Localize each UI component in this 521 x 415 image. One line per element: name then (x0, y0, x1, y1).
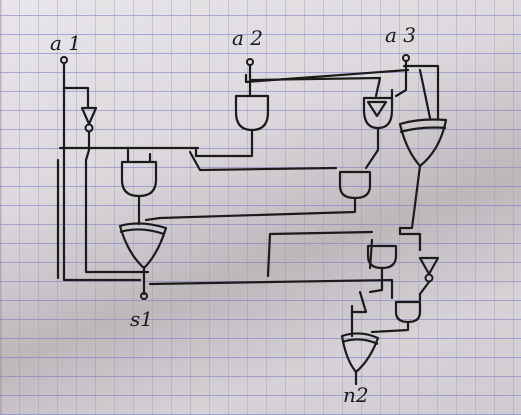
label-input-a2: a 2 (232, 26, 263, 50)
and-gate-lower-b (370, 300, 422, 334)
or-gate-n2 (340, 290, 380, 386)
label-output-s1: s1 (130, 307, 153, 331)
not-gate-lower (418, 256, 440, 302)
label-output-n2: n2 (343, 383, 369, 407)
wires-a3 (390, 59, 440, 120)
label-input-a3: a 3 (385, 23, 416, 47)
wires-a2 (244, 63, 410, 98)
wires-lower (148, 230, 422, 300)
not-gate-a1 (80, 106, 150, 274)
or-gate-s1 (118, 222, 168, 300)
and-gate-lower-a (366, 244, 398, 294)
label-input-a1: a 1 (50, 31, 81, 55)
wires-a1 (56, 61, 200, 282)
and-gate-mid-left (120, 148, 158, 226)
xor-gate-right (398, 118, 448, 236)
and-gate-top (194, 94, 270, 158)
and-gate-a3 (362, 96, 394, 170)
paper-edge (0, 0, 2, 415)
and-gate-mid-right (144, 150, 372, 222)
